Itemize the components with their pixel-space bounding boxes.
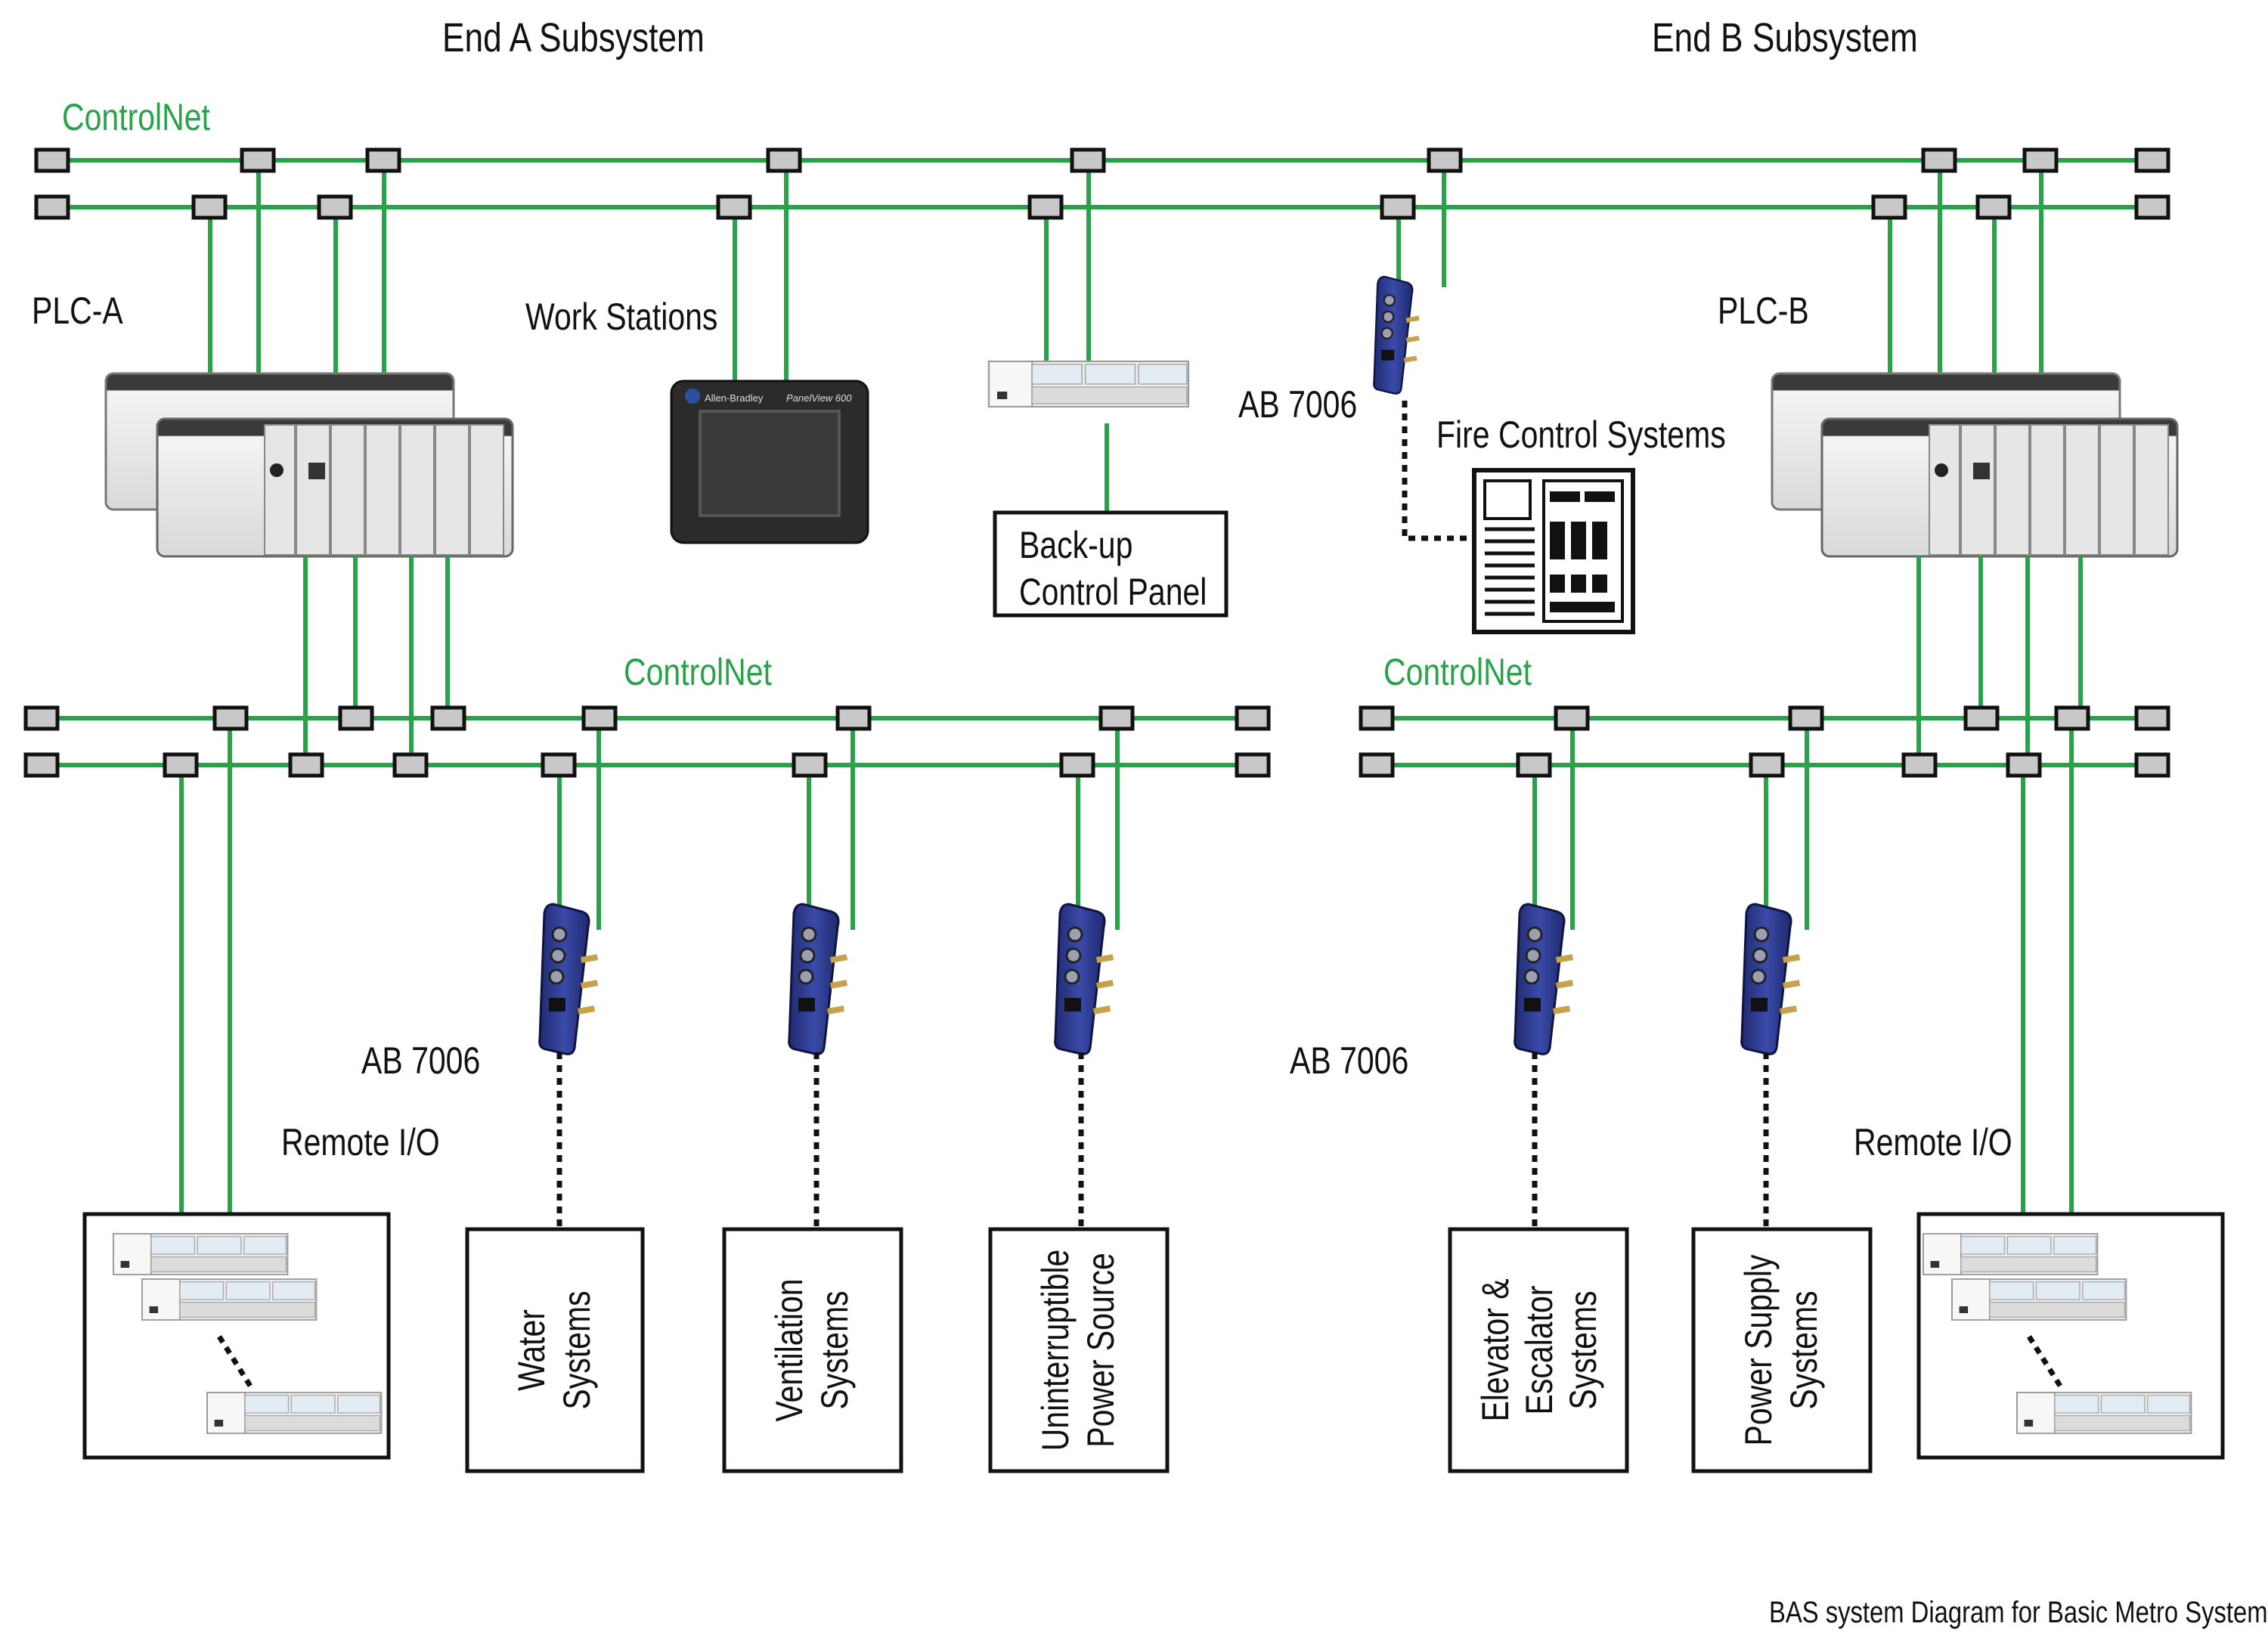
controlnet-right-label: ControlNet — [1383, 651, 1532, 693]
power-supply-box: Power Supply Systems — [1691, 1227, 1873, 1473]
panelview-model: PanelView 600 — [786, 392, 852, 404]
plc-a-label: PLC-A — [32, 290, 123, 332]
ventilation-systems-line1: Ventilation — [768, 1278, 810, 1421]
elevator-line3: Systems — [1562, 1290, 1604, 1409]
remote-io-right-box — [1916, 1212, 2225, 1460]
water-systems-line2: Systems — [556, 1290, 598, 1409]
gateway-ups — [1054, 903, 1115, 1055]
gateway-elevator — [1514, 903, 1575, 1055]
system-links — [556, 1052, 1769, 1226]
gateway-ventilation — [788, 903, 849, 1055]
end-b-title: End B Subsystem — [1652, 15, 1918, 60]
fire-gateway — [1373, 275, 1421, 395]
controlnet-top-bus — [34, 147, 2170, 382]
panelview-terminal: Allen-Bradley PanelView 600 — [670, 379, 869, 544]
fire-control-panel — [1472, 468, 1635, 634]
remote-io-right-label: Remote I/O — [1854, 1121, 2012, 1163]
ventilation-systems-box: Ventilation Systems — [722, 1227, 903, 1473]
elevator-line1: Elevator & — [1474, 1278, 1517, 1421]
power-supply-line1: Power Supply — [1737, 1254, 1780, 1445]
ventilation-systems-line2: Systems — [813, 1290, 856, 1409]
backup-panel-line1: Back-up — [1019, 524, 1132, 566]
backup-panel-line2: Control Panel — [1019, 571, 1207, 613]
end-a-title: End A Subsystem — [442, 15, 705, 60]
gateway-water — [538, 903, 600, 1055]
work-stations-label: Work Stations — [525, 296, 717, 338]
panelview-brand: Allen-Bradley — [705, 392, 764, 404]
plc-a-chassis — [104, 372, 514, 558]
ups-line2: Power Source — [1080, 1253, 1122, 1448]
controlnet-left-label: ControlNet — [624, 651, 772, 693]
plc-b-label: PLC-B — [1718, 290, 1809, 332]
elevator-escalator-box: Elevator & Escalator Systems — [1448, 1227, 1629, 1473]
remote-io-left-label: Remote I/O — [281, 1121, 440, 1163]
gateway-power-supply — [1740, 903, 1802, 1055]
ups-line1: Uninterruptible — [1034, 1250, 1077, 1451]
elevator-line2: Escalator — [1518, 1286, 1560, 1415]
controlnet-left-bus — [23, 556, 1271, 1214]
fire-control-label: Fire Control Systems — [1436, 414, 1726, 456]
controlnet-right-bus — [1359, 556, 2170, 1214]
ups-box: Uninterruptible Power Source — [988, 1227, 1170, 1473]
fire-control-link — [1402, 401, 1471, 541]
backup-panel-box — [993, 510, 1228, 618]
water-systems-line1: Water — [510, 1309, 553, 1391]
diagram-caption: BAS system Diagram for Basic Metro Syste… — [1769, 1595, 2268, 1629]
power-supply-line2: Systems — [1783, 1290, 1825, 1409]
controlnet-top-label: ControlNet — [62, 96, 210, 138]
ab7006-top-device — [987, 360, 1190, 408]
ab7006-right-label: AB 7006 — [1290, 1039, 1408, 1082]
plc-b-chassis — [1771, 372, 2179, 558]
ab7006-left-label: AB 7006 — [361, 1039, 480, 1082]
ab7006-top-label: AB 7006 — [1238, 383, 1357, 426]
water-systems-box: Water Systems — [465, 1227, 645, 1473]
remote-io-left-box — [82, 1212, 391, 1460]
